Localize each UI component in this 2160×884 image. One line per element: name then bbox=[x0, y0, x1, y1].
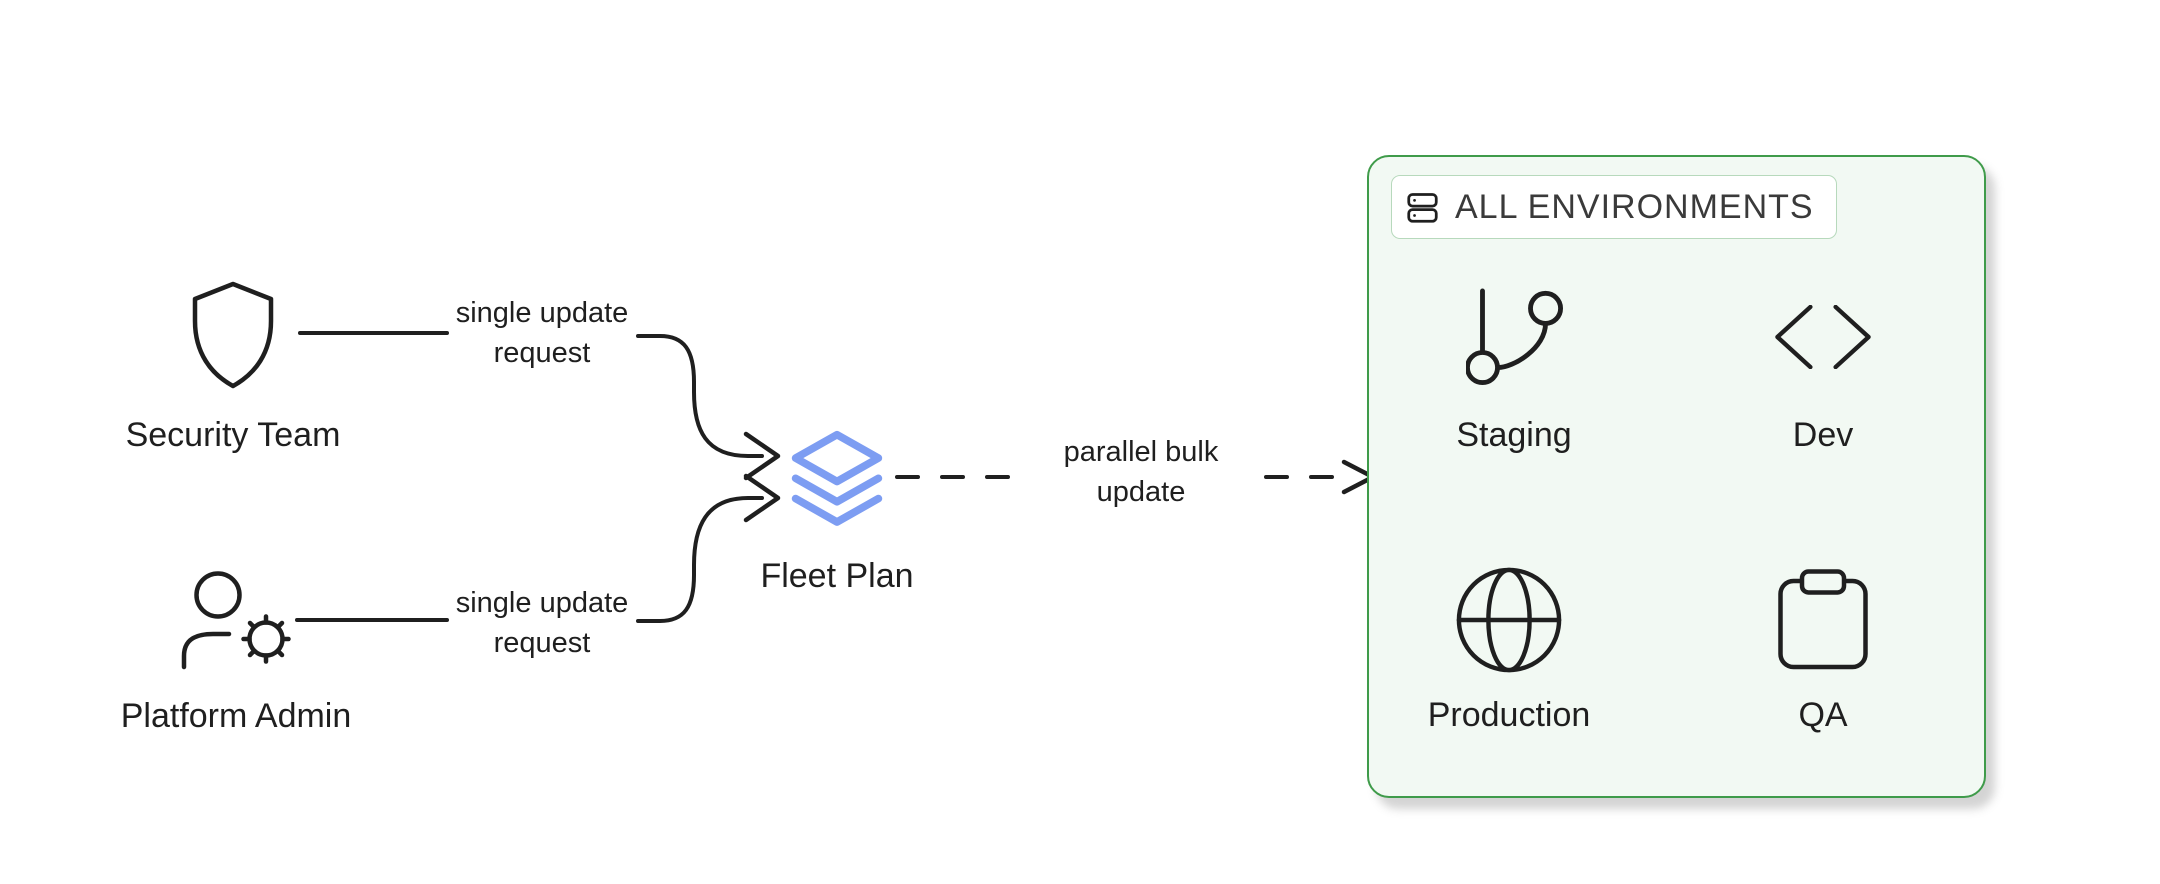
environments-panel-header: ALL ENVIRONMENTS bbox=[1391, 175, 1837, 239]
layers-icon bbox=[791, 430, 883, 526]
fleet-plan-node: Fleet Plan bbox=[711, 422, 963, 595]
security-request-label: single update request bbox=[392, 293, 692, 373]
environments-panel: ALL ENVIRONMENTS Staging bbox=[1367, 155, 1986, 798]
edge-security-curve bbox=[636, 334, 764, 458]
gear-teeth bbox=[241, 614, 291, 664]
user-gear-icon bbox=[181, 571, 291, 670]
edge-security-arrowhead bbox=[743, 431, 781, 481]
code-brackets-icon bbox=[1775, 304, 1871, 369]
edge-admin-curve bbox=[636, 496, 764, 623]
env-item-production: Production bbox=[1369, 566, 1649, 734]
bulk-update-label: parallel bulk update bbox=[991, 432, 1291, 512]
env-label-dev: Dev bbox=[1792, 416, 1854, 454]
environments-panel-title: ALL ENVIRONMENTS bbox=[1455, 187, 1814, 226]
server-icon bbox=[1407, 192, 1438, 223]
git-branch-icon bbox=[1465, 288, 1563, 385]
admin-request-label-line1: single update bbox=[455, 587, 629, 619]
admin-request-label-line2: request bbox=[493, 627, 591, 659]
globe-icon bbox=[1456, 567, 1562, 673]
platform-admin-label: Platform Admin bbox=[120, 697, 352, 735]
fleet-plan-label: Fleet Plan bbox=[760, 557, 914, 595]
shield-icon bbox=[192, 281, 274, 389]
edge-admin-arrowhead bbox=[743, 473, 781, 523]
env-label-production: Production bbox=[1427, 696, 1591, 734]
env-label-qa: QA bbox=[1798, 696, 1848, 734]
env-label-staging: Staging bbox=[1456, 416, 1572, 454]
platform-admin-node: Platform Admin bbox=[106, 570, 366, 735]
admin-request-label: single update request bbox=[392, 583, 692, 663]
security-team-node: Security Team bbox=[103, 280, 363, 454]
clipboard-icon bbox=[1778, 569, 1868, 670]
env-item-dev: Dev bbox=[1683, 288, 1963, 454]
security-team-label: Security Team bbox=[125, 416, 341, 454]
env-item-staging: Staging bbox=[1374, 288, 1654, 454]
env-item-qa: QA bbox=[1683, 566, 1963, 734]
bulk-update-label-line1: parallel bulk bbox=[1063, 436, 1219, 468]
security-request-label-line1: single update bbox=[455, 297, 629, 329]
bulk-update-label-line2: update bbox=[1096, 476, 1186, 508]
security-request-label-line2: request bbox=[493, 337, 591, 369]
